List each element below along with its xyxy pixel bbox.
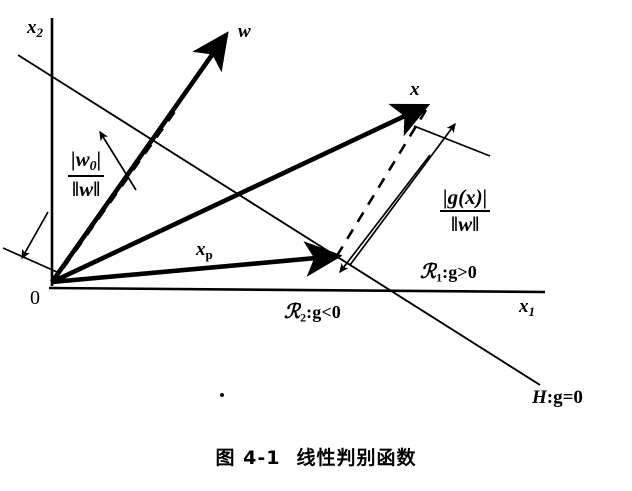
xp-vector-label: xp xyxy=(196,239,213,262)
x-vector-label: x xyxy=(410,79,420,100)
bias-denominator: ‖w‖ xyxy=(71,177,101,202)
weight-vector xyxy=(50,31,229,284)
region-2-label: ℛ2:g<0 xyxy=(284,299,341,325)
region-1-label: ℛ1:g>0 xyxy=(420,259,477,285)
bias-distance-arrow xyxy=(99,130,137,191)
origin-label: 0 xyxy=(30,287,40,309)
x-axis xyxy=(48,286,546,294)
margin-numerator: |g(x)| xyxy=(440,186,491,212)
hyperplane-label: H:g=0 xyxy=(532,387,583,408)
xp-vector xyxy=(51,241,343,285)
x-axis-label: x1 xyxy=(519,296,535,319)
bias-numerator: |w0| xyxy=(68,148,105,178)
margin-distance-arrow xyxy=(349,122,456,266)
bias-tick-mark xyxy=(2,247,58,273)
margin-tick-mark xyxy=(413,125,491,157)
figure-caption: 图 4-1 线性判别函数 xyxy=(0,443,632,470)
margin-distance-arrow-down xyxy=(339,154,431,274)
caption-title: 线性判别函数 xyxy=(296,447,417,469)
scan-artifact-dot xyxy=(220,393,224,397)
hyperplane-line xyxy=(17,54,541,386)
x-vector xyxy=(51,103,431,285)
weight-vector-label: w xyxy=(238,21,251,42)
dashed-x-to-xp xyxy=(336,109,428,255)
caption-number: 图 4-1 xyxy=(215,447,281,469)
dashed-origin-normal xyxy=(50,109,178,285)
margin-distance-fraction: |g(x)| ‖w‖ xyxy=(440,186,491,236)
bias-distance-arrow-lower xyxy=(21,211,49,260)
bias-distance-fraction: |w0| ‖w‖ xyxy=(68,148,105,202)
y-axis-label: x2 xyxy=(27,17,43,40)
margin-denominator: ‖w‖ xyxy=(450,212,480,236)
